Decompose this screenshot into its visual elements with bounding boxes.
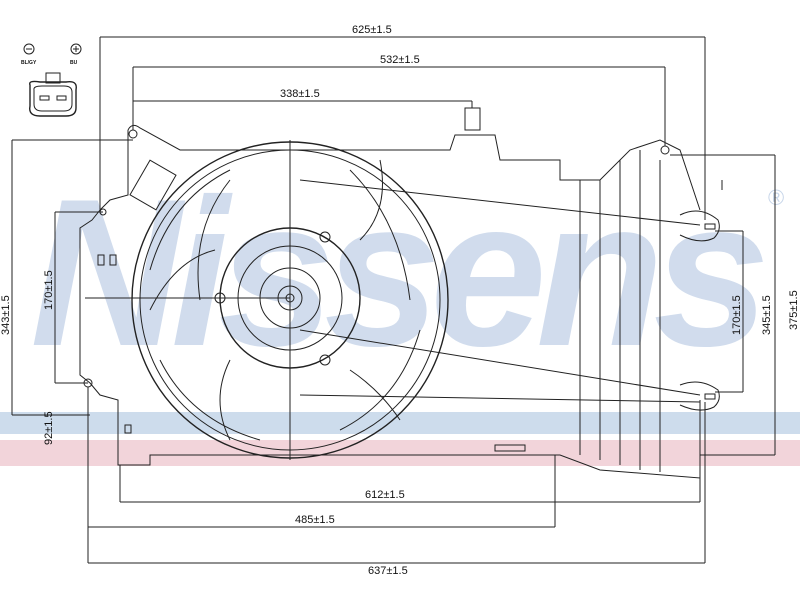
connector-plus-label: BU xyxy=(70,60,78,66)
connector-minus-label: BL/GY xyxy=(21,60,37,66)
dim-bottom-485: 485±1.5 xyxy=(295,514,335,526)
dim-top-center: 338±1.5 xyxy=(280,88,320,100)
watermark-stripe-blue xyxy=(0,412,800,434)
dim-bottom-637: 637±1.5 xyxy=(368,565,408,577)
dim-left-low: 92±1.5 xyxy=(43,411,55,445)
dimension-lines xyxy=(11,36,776,564)
dim-right-170: 170±1.5 xyxy=(731,295,743,335)
dim-right-375: 375±1.5 xyxy=(788,290,800,330)
dim-top-mounts: 532±1.5 xyxy=(380,54,420,66)
watermark-stripe-red xyxy=(0,440,800,466)
shroud-outline xyxy=(79,107,720,479)
dim-top-overall: 625±1.5 xyxy=(352,24,392,36)
dim-left-height: 343±1.5 xyxy=(0,295,12,335)
dim-left-mid: 170±1.5 xyxy=(43,270,55,310)
connector-diagram: BL/GY BU xyxy=(21,43,82,117)
watermark-text: Nissens xyxy=(30,155,770,390)
nissens-watermark: Nissens ® xyxy=(0,155,800,466)
dim-bottom-612: 612±1.5 xyxy=(365,489,405,501)
dim-right-345: 345±1.5 xyxy=(761,295,773,335)
watermark-registered: ® xyxy=(768,185,784,210)
